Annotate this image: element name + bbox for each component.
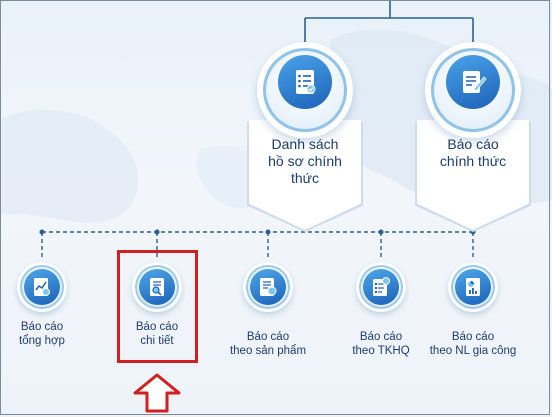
chart-seal-icon [24, 269, 60, 305]
item-label-line: Báo cáo [359, 331, 403, 343]
top-card-title-line: thức [290, 170, 320, 186]
checklist-icon [278, 55, 332, 109]
top-card-title-line: Báo cáo [447, 136, 499, 152]
item-label-line: theo NL gia công [429, 345, 517, 357]
report-magnifier-icon [139, 269, 175, 305]
product-report-icon [250, 269, 286, 305]
item-label-line: tổng hợp [19, 335, 65, 347]
item-label-line: Báo cáo [246, 331, 290, 343]
highlight-box [117, 250, 198, 363]
top-card-title-line: Danh sách [271, 136, 339, 152]
pie-report-icon [455, 269, 491, 305]
top-card-title-line: chính thức [439, 153, 507, 169]
up-arrow-icon [133, 373, 181, 413]
item-label-line: theo sản phẩm [229, 345, 307, 357]
report-pen-icon [446, 55, 500, 109]
item-label-line: Báo cáo [451, 331, 495, 343]
item-label-line: Báo cáo [135, 321, 179, 333]
customs-report-icon [363, 269, 399, 305]
item-label-line: Báo cáo [20, 321, 64, 333]
item-label-line: chi tiết [140, 335, 174, 347]
item-label-line: theo TKHQ [352, 345, 410, 357]
top-card-title-line: hồ sơ chính [268, 153, 342, 169]
